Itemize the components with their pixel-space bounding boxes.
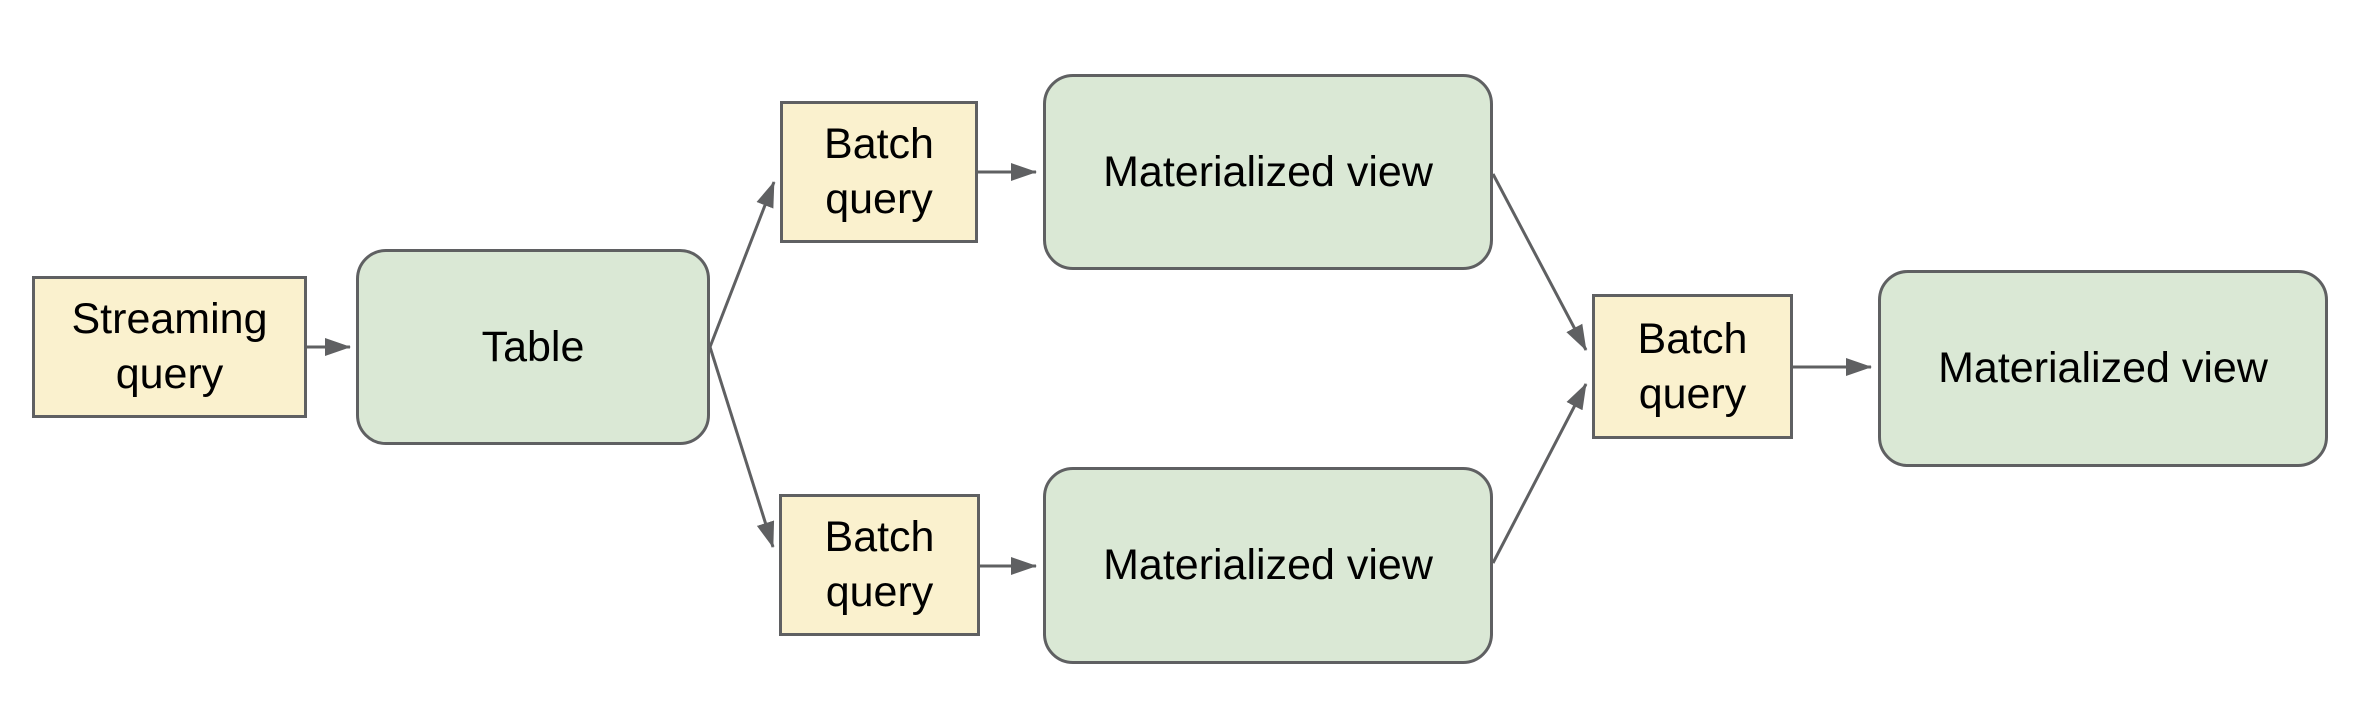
node-batch-query-top-label: Batch query: [824, 120, 934, 223]
edge-table-to-batch-query-top: [708, 181, 776, 348]
node-table: Table: [356, 249, 710, 445]
node-materialized-view-bottom: Materialized view: [1043, 467, 1493, 664]
node-materialized-view-top-label: Materialized view: [1103, 147, 1433, 196]
edge-materialized-view-top-to-batch-query-final: [1491, 173, 1588, 351]
node-materialized-view-final-label: Materialized view: [1938, 344, 2268, 392]
node-batch-query-bottom-label: Batch query: [824, 513, 935, 616]
node-streaming-query: Streaming query: [32, 276, 307, 418]
node-batch-query-final-label: Batch query: [1637, 314, 1748, 418]
node-materialized-view-bottom-label: Materialized view: [1103, 541, 1433, 589]
node-batch-query-bottom: Batch query: [779, 494, 980, 636]
node-batch-query-top: Batch query: [780, 101, 978, 243]
node-batch-query-final: Batch query: [1592, 294, 1793, 439]
edge-table-to-batch-query-bottom: [708, 346, 775, 548]
node-materialized-view-top: Materialized view: [1043, 74, 1493, 270]
node-materialized-view-final: Materialized view: [1878, 270, 2328, 467]
node-streaming-query-label: Streaming query: [71, 295, 268, 398]
edge-materialized-view-bottom-to-batch-query-final: [1491, 383, 1588, 564]
node-table-label: Table: [481, 322, 585, 371]
